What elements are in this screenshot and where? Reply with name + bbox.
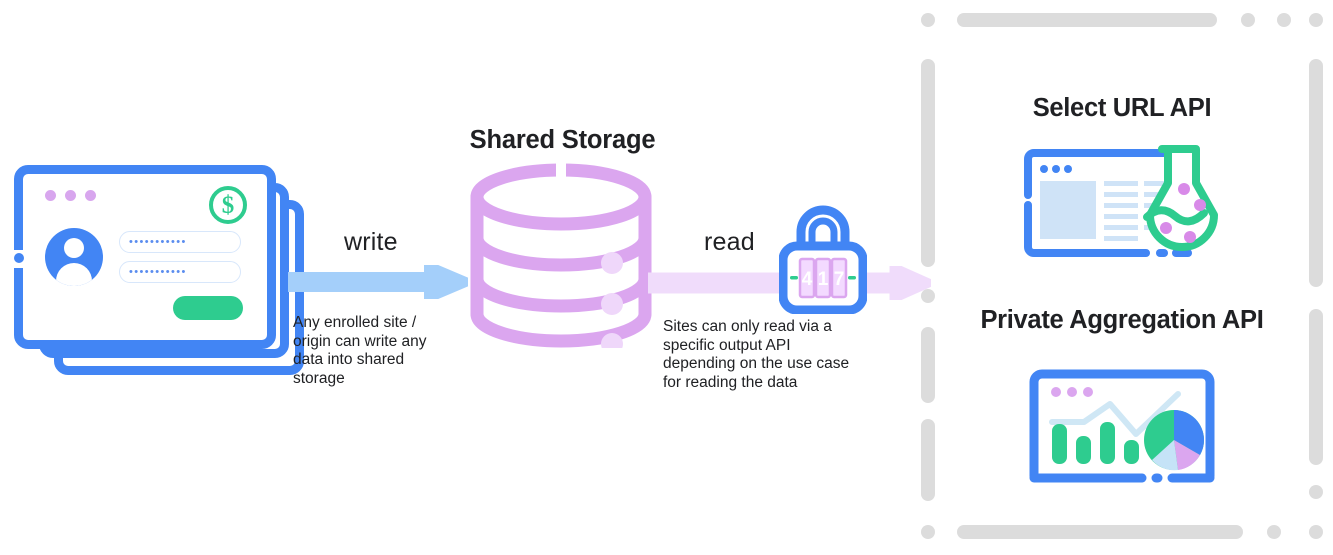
dollar-icon: $ — [209, 186, 247, 224]
stacked-browser-windows: $ ••••••••••• ••••••••••• — [14, 165, 314, 375]
shared-storage-title: Shared Storage — [469, 126, 656, 154]
select-url-api-title: Select URL API — [1032, 94, 1212, 122]
svg-text:4: 4 — [802, 269, 813, 290]
write-label: write — [344, 228, 398, 256]
database-cylinder-icon — [470, 163, 652, 355]
read-caption: Sites can only read via a specific outpu… — [663, 318, 850, 391]
combination-lock-icon: 4 1 7 — [778, 204, 868, 315]
read-label: read — [704, 228, 755, 256]
write-arrow — [284, 261, 472, 303]
avatar-body — [56, 263, 92, 286]
browser-window-front: $ ••••••••••• ••••••••••• — [14, 165, 276, 349]
window-dot-3 — [85, 190, 96, 201]
user-avatar-icon — [45, 228, 103, 286]
password-field[interactable]: ••••••••••• — [119, 261, 241, 283]
window-left-notch-dot — [14, 253, 24, 263]
panel-dashed-border — [921, 13, 1323, 539]
avatar-head — [64, 238, 84, 258]
output-apis-panel: Select URL API — [918, 8, 1326, 548]
window-traffic-light-dots — [45, 190, 96, 201]
private-aggregation-api-title: Private Aggregation API — [980, 306, 1264, 334]
write-caption: Any enrolled site / origin can write any… — [293, 314, 427, 387]
browser-window-with-flask-icon — [1018, 143, 1230, 263]
window-dot-1 — [45, 190, 56, 201]
analytics-dashboard-icon — [1026, 366, 1226, 491]
submit-button[interactable] — [173, 296, 243, 320]
window-dot-2 — [65, 190, 76, 201]
username-field[interactable]: ••••••••••• — [119, 231, 241, 253]
svg-text:1: 1 — [818, 269, 829, 290]
svg-text:7: 7 — [834, 269, 845, 290]
